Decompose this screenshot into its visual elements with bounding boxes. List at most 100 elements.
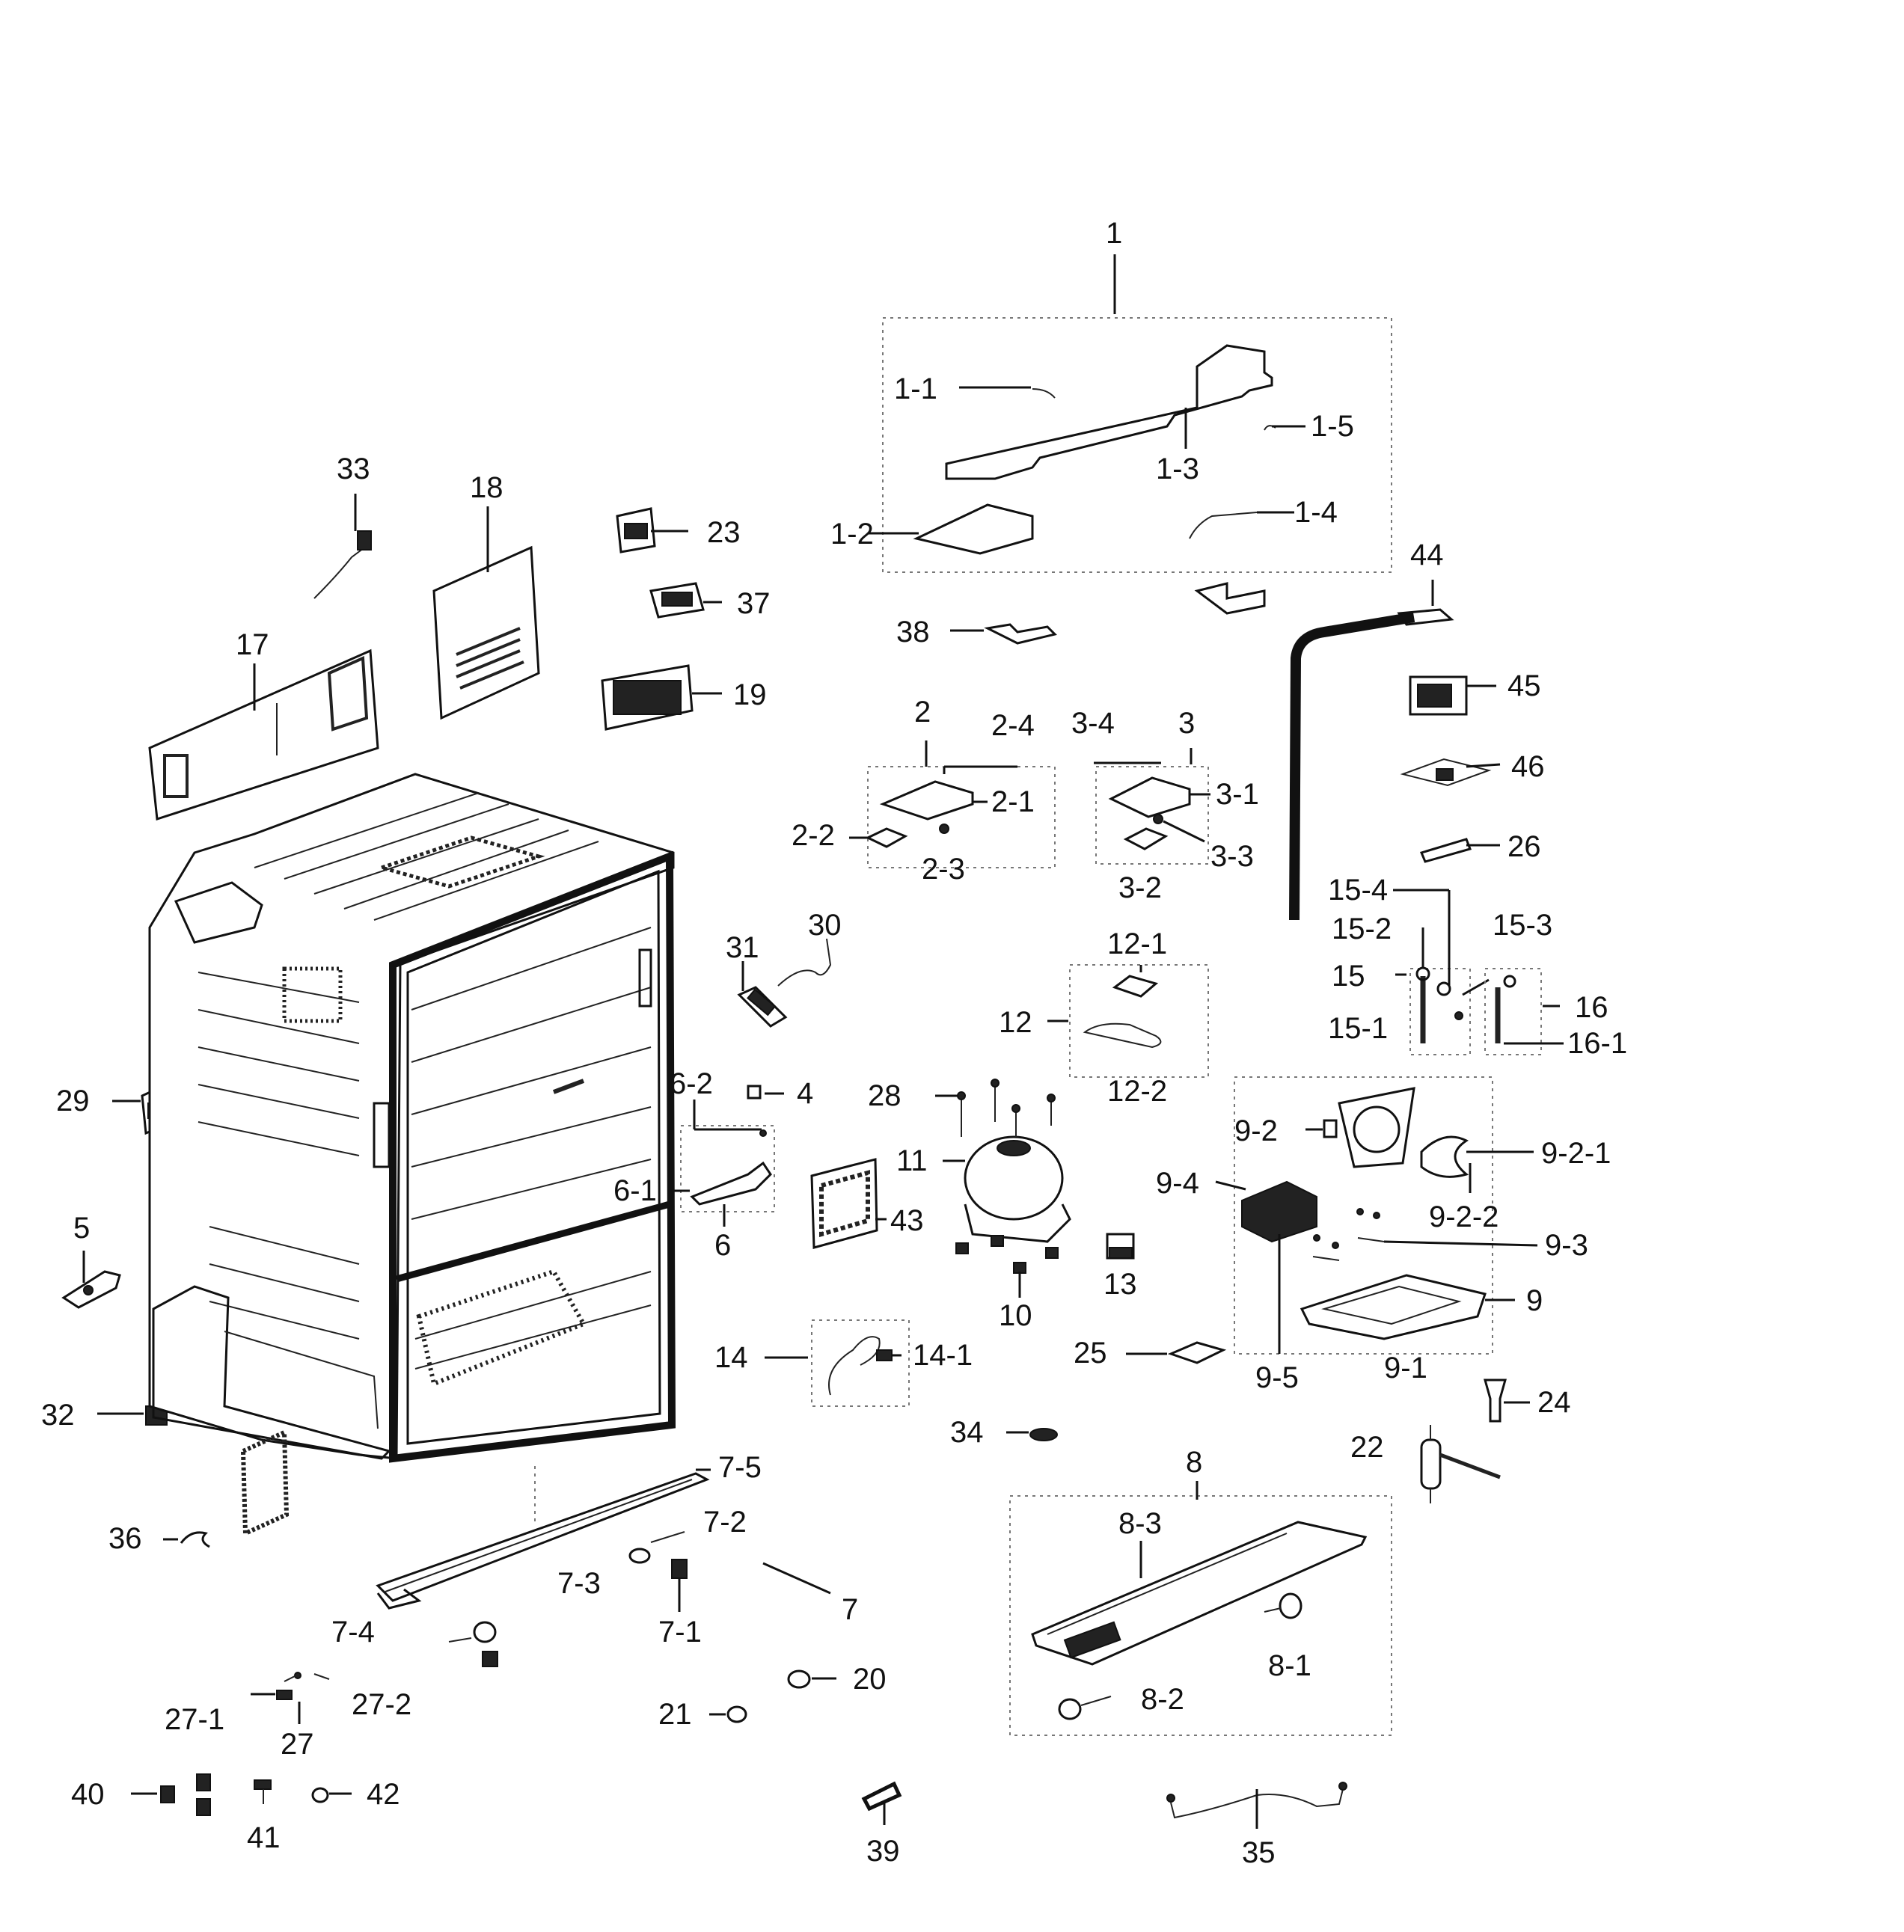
part-2-1 <box>879 780 974 821</box>
label-2: 2 <box>914 696 931 729</box>
label-7-5: 7-5 <box>718 1451 762 1484</box>
part-34 <box>1006 1428 1058 1441</box>
label-1-1: 1-1 <box>894 372 937 405</box>
label-20: 20 <box>853 1663 887 1696</box>
part-17 <box>148 648 379 821</box>
label-10: 10 <box>999 1299 1032 1332</box>
label-45: 45 <box>1507 669 1541 702</box>
part-45 <box>1409 675 1496 716</box>
part-7-4 <box>448 1621 498 1667</box>
label-7-1: 7-1 <box>658 1616 702 1649</box>
part-5 <box>61 1251 121 1309</box>
label-9: 9 <box>1526 1284 1543 1317</box>
label-9-2-2: 9-2-2 <box>1429 1200 1499 1233</box>
label-31: 31 <box>726 931 759 964</box>
part-36 <box>163 1531 210 1548</box>
label-3-1: 3-1 <box>1216 778 1259 811</box>
label-9-2-1: 9-2-1 <box>1541 1137 1611 1170</box>
part-41 <box>254 1779 272 1804</box>
label-1-2: 1-2 <box>830 518 874 551</box>
part-40 <box>131 1773 211 1816</box>
part-11 <box>964 1135 1064 1221</box>
label-2-2: 2-2 <box>792 819 835 852</box>
part-group-9 <box>1215 1076 1538 1355</box>
part-group-8 <box>1009 1481 1392 1736</box>
part-3-2 <box>1123 827 1169 850</box>
part-group-2 <box>849 740 1056 868</box>
part-9-2 <box>1338 1087 1415 1168</box>
part-22 <box>1420 1425 1501 1503</box>
label-3: 3 <box>1178 707 1195 740</box>
part-1-4 <box>1189 512 1258 539</box>
callout-labels: 1 1-1 1-2 1-3 1-4 1-5 38 2 2-4 2-1 2-2 2… <box>41 217 1627 1869</box>
label-6-1: 6-1 <box>613 1174 657 1207</box>
label-1-5: 1-5 <box>1311 410 1354 443</box>
part-7-2 <box>650 1531 685 1543</box>
label-2-3: 2-3 <box>922 853 965 886</box>
label-1-4: 1-4 <box>1294 496 1338 529</box>
label-18: 18 <box>470 471 503 504</box>
label-35: 35 <box>1242 1836 1276 1869</box>
part-26 <box>1419 838 1500 863</box>
label-8-1: 8-1 <box>1268 1649 1311 1682</box>
label-13: 13 <box>1103 1268 1137 1301</box>
part-37 <box>649 582 722 619</box>
part-39 <box>861 1781 902 1825</box>
label-42: 42 <box>367 1778 400 1811</box>
cabinet-side-ribs <box>198 972 360 1340</box>
part-8-1 <box>1264 1592 1303 1619</box>
label-15: 15 <box>1332 960 1365 993</box>
label-8-2: 8-2 <box>1141 1683 1184 1716</box>
label-3-4: 3-4 <box>1071 707 1115 740</box>
label-2-4: 2-4 <box>991 709 1035 742</box>
label-7-3: 7-3 <box>557 1567 601 1600</box>
label-8: 8 <box>1186 1446 1202 1479</box>
part-20 <box>787 1669 836 1689</box>
part-group-16 <box>1484 968 1564 1055</box>
label-38: 38 <box>896 616 930 648</box>
label-21: 21 <box>658 1698 692 1731</box>
part-9-1 <box>1300 1274 1487 1340</box>
part-group-6 <box>673 1100 775 1227</box>
label-5: 5 <box>73 1212 90 1245</box>
label-29: 29 <box>56 1085 90 1117</box>
label-16-1: 16-1 <box>1567 1027 1627 1060</box>
part-9-4 <box>1241 1180 1317 1243</box>
label-9-3: 9-3 <box>1545 1229 1588 1262</box>
part-8-3 <box>1031 1521 1368 1666</box>
part-1-3 <box>945 344 1273 480</box>
label-36: 36 <box>108 1522 142 1555</box>
label-30: 30 <box>808 909 842 942</box>
label-40: 40 <box>71 1778 105 1811</box>
part-31 <box>737 961 788 1028</box>
label-12: 12 <box>999 1006 1032 1039</box>
label-6-2: 6-2 <box>670 1067 713 1100</box>
label-14-1: 14-1 <box>913 1339 973 1372</box>
label-27: 27 <box>281 1728 314 1761</box>
part-42 <box>311 1787 352 1803</box>
label-15-3: 15-3 <box>1493 909 1552 942</box>
part-2-2 <box>865 827 908 848</box>
label-15-1: 15-1 <box>1328 1012 1388 1045</box>
cabinet-top-ribs <box>254 792 599 921</box>
part-38 <box>950 623 1057 645</box>
label-43: 43 <box>890 1204 924 1237</box>
part-2-3 <box>939 824 949 834</box>
part-12-1 <box>1112 975 1159 998</box>
part-compressor <box>935 1079 1071 1298</box>
label-22: 22 <box>1350 1431 1384 1464</box>
label-46: 46 <box>1511 750 1545 783</box>
label-32: 32 <box>41 1399 75 1432</box>
part-cabinet <box>148 773 676 1537</box>
label-14: 14 <box>714 1341 748 1374</box>
label-44: 44 <box>1410 539 1444 571</box>
label-3-3: 3-3 <box>1210 840 1254 873</box>
label-33: 33 <box>337 453 370 485</box>
part-43 <box>810 1158 887 1249</box>
label-24: 24 <box>1537 1386 1571 1419</box>
part-3-1 <box>1108 776 1191 818</box>
part-7-1 <box>671 1559 688 1612</box>
part-28 <box>957 1079 1056 1137</box>
label-27-2: 27-2 <box>352 1688 411 1721</box>
part-18 <box>432 506 540 720</box>
